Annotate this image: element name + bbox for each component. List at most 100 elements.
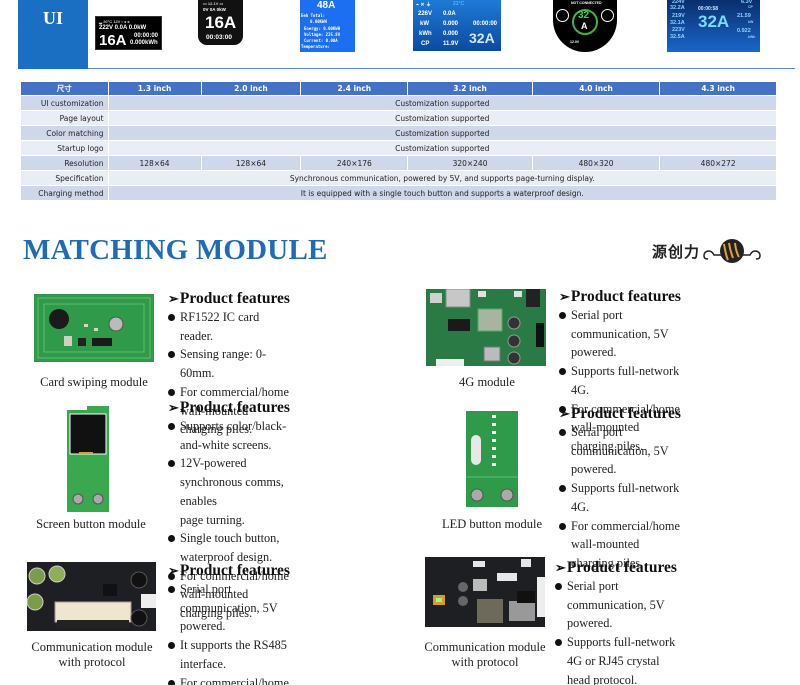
feature-item: Serial port communication, 5V powered. [555, 577, 677, 633]
module-caption: Card swiping module [40, 375, 148, 389]
arrow-icon: ➢ [555, 560, 566, 575]
table-row: Color matching Customization supported [21, 126, 776, 140]
cell-value: 128×64 [108, 156, 201, 170]
communication-module-4g-rj45-image [425, 557, 545, 627]
product-features: ➢Product features Serial port communicat… [555, 558, 677, 685]
column-header: 3.2 inch [408, 82, 532, 95]
brand-emblem-icon [702, 236, 762, 266]
feature-item: Supports full-network 4G or RJ45 crystal… [555, 633, 677, 685]
cell-value: 480×320 [532, 156, 660, 170]
row-label: Startup logo [21, 141, 108, 155]
column-header: 2.4 inch [301, 82, 408, 95]
ui-section-tag: UI [18, 0, 88, 69]
module-caption: Communication module with protocol [31, 640, 153, 669]
feature-item: Serial port communication, 5V powered. [168, 580, 290, 636]
table-row: Startup logo Customization supported [21, 141, 776, 155]
module-caption: LED button module [442, 517, 542, 531]
table-row: Charging method It is equipped with a si… [21, 186, 776, 200]
feature-item: For commercial/home wall-mountedcharging… [168, 674, 290, 685]
feature-item: Serial port communication, 5V powered. [559, 423, 681, 479]
feature-item: Serial port communication, 5V powered. [559, 306, 681, 362]
table-header-row: 尺寸 1.3 inch 2.0 inch 2.4 inch 3.2 inch 4… [21, 82, 776, 95]
features-heading: ➢Product features [168, 290, 290, 307]
divider [88, 68, 795, 69]
screen-preview-4-3-inch: 224V 32.2A 219V 32.1A 223V 32.5A 00:00:5… [667, 0, 760, 52]
arrow-icon: ➢ [559, 289, 570, 304]
screen-button-module-image [65, 406, 111, 512]
row-value: It is equipped with a single touch butto… [108, 186, 776, 200]
column-header-size: 尺寸 [21, 82, 108, 95]
table-row: Specification Synchronous communication,… [21, 171, 776, 185]
feature-item: Supports full-network 4G. [559, 479, 681, 516]
features-list: Serial port communication, 5V powered. S… [555, 577, 677, 685]
cell-value: 320×240 [408, 156, 532, 170]
feature-item: Supports full-network 4G. [559, 362, 681, 399]
features-list: Serial port communication, 5V powered. S… [559, 306, 681, 456]
row-label: Specification [21, 171, 108, 185]
feature-item: Sensing range: 0-60mm. [168, 345, 290, 382]
screen-preview-2-0-inch: ▭ 12.1V ▭ 0V 0A 0kW 16A 00:03:00 [198, 0, 243, 45]
module-caption: Communication module with protocol [424, 640, 546, 669]
row-value: Synchronous communication, powered by 5V… [108, 171, 776, 185]
brand-name: 源创力 [652, 242, 701, 261]
features-heading: ➢Product features [168, 562, 290, 579]
arrow-icon: ➢ [168, 400, 179, 415]
product-features: ➢Product features Serial port communicat… [559, 287, 681, 456]
led-button-module-image [466, 411, 518, 507]
cell-value: 240×176 [301, 156, 408, 170]
column-header: 4.0 inch [532, 82, 660, 95]
screen-preview-4-0-inch: NOT CONNECTED 32 A 12.0V [553, 0, 617, 52]
arrow-icon: ➢ [559, 406, 570, 421]
screen-spec-table: 尺寸 1.3 inch 2.0 inch 2.4 inch 3.2 inch 4… [20, 81, 777, 201]
screen-preview-1-3-inch: ▂ 20°C 12V ▪ ◂ ◂ 222V 0.0A 0.0kW 16A 00:… [95, 16, 162, 50]
feature-item: Supports color/black-and-white screens. [168, 417, 290, 454]
features-list: Supports color/black-and-white screens. … [168, 417, 290, 623]
features-heading: ➢Product features [555, 559, 677, 576]
cell-value: 480×272 [660, 156, 776, 170]
features-list: Serial port communication, 5V powered. I… [168, 580, 290, 685]
column-header: 2.0 inch [201, 82, 301, 95]
row-value: Customization supported [108, 141, 776, 155]
features-list: RF1522 IC card reader. Sensing range: 0-… [168, 308, 290, 439]
product-features: ➢Product features Supports color/black-a… [168, 398, 290, 623]
communication-module-rs485-image [27, 562, 156, 631]
row-value: Customization supported [108, 96, 776, 110]
brand-logo: 源创力 [652, 234, 762, 268]
arrow-icon: ➢ [168, 563, 179, 578]
row-value: Customization supported [108, 126, 776, 140]
module-caption: 4G module [459, 375, 515, 389]
row-label: Page layout [21, 111, 108, 125]
row-label: UI customization [21, 96, 108, 110]
ui-screens-strip: UI ▂ 20°C 12V ▪ ◂ ◂ 222V 0.0A 0.0kW 16A … [0, 0, 800, 70]
card-swiping-module-image [34, 294, 154, 362]
product-features: ➢Product features RF1522 IC card reader.… [168, 289, 290, 439]
features-heading: ➢Product features [559, 405, 681, 422]
table-row-resolution: Resolution 128×64 128×64 240×176 320×240… [21, 156, 776, 170]
column-header: 1.3 inch [108, 82, 201, 95]
row-label: Charging method [21, 186, 108, 200]
column-header: 4.3 inch [660, 82, 776, 95]
features-list: Serial port communication, 5V powered. S… [559, 423, 681, 573]
features-heading: ➢Product features [559, 288, 681, 305]
screen-preview-2-4-inch: 48A Eeh Total: 0.00KWH Energy: 0.00KWH V… [300, 0, 355, 52]
row-label: Color matching [21, 126, 108, 140]
feature-item: RF1522 IC card reader. [168, 308, 290, 345]
arrow-icon: ➢ [168, 291, 179, 306]
row-value: Customization supported [108, 111, 776, 125]
section-title: MATCHING MODULE [23, 234, 328, 266]
module-caption: Screen button module [36, 517, 146, 531]
cell-value: 128×64 [201, 156, 301, 170]
features-heading: ➢Product features [168, 399, 290, 416]
product-features: ➢Product features Serial port communicat… [559, 404, 681, 573]
table-row: Page layout Customization supported [21, 111, 776, 125]
row-label: Resolution [21, 156, 108, 170]
screen-preview-3-2-inch: ⌁ ✕ ⏚ 21°C 226V 0.0A kW 0.000 00:00:00 k… [413, 0, 501, 51]
feature-item: Single touch button, waterproof design. [168, 529, 290, 566]
table-row: UI customization Customization supported [21, 96, 776, 110]
feature-item: It supports the RS485 interface. [168, 636, 290, 673]
